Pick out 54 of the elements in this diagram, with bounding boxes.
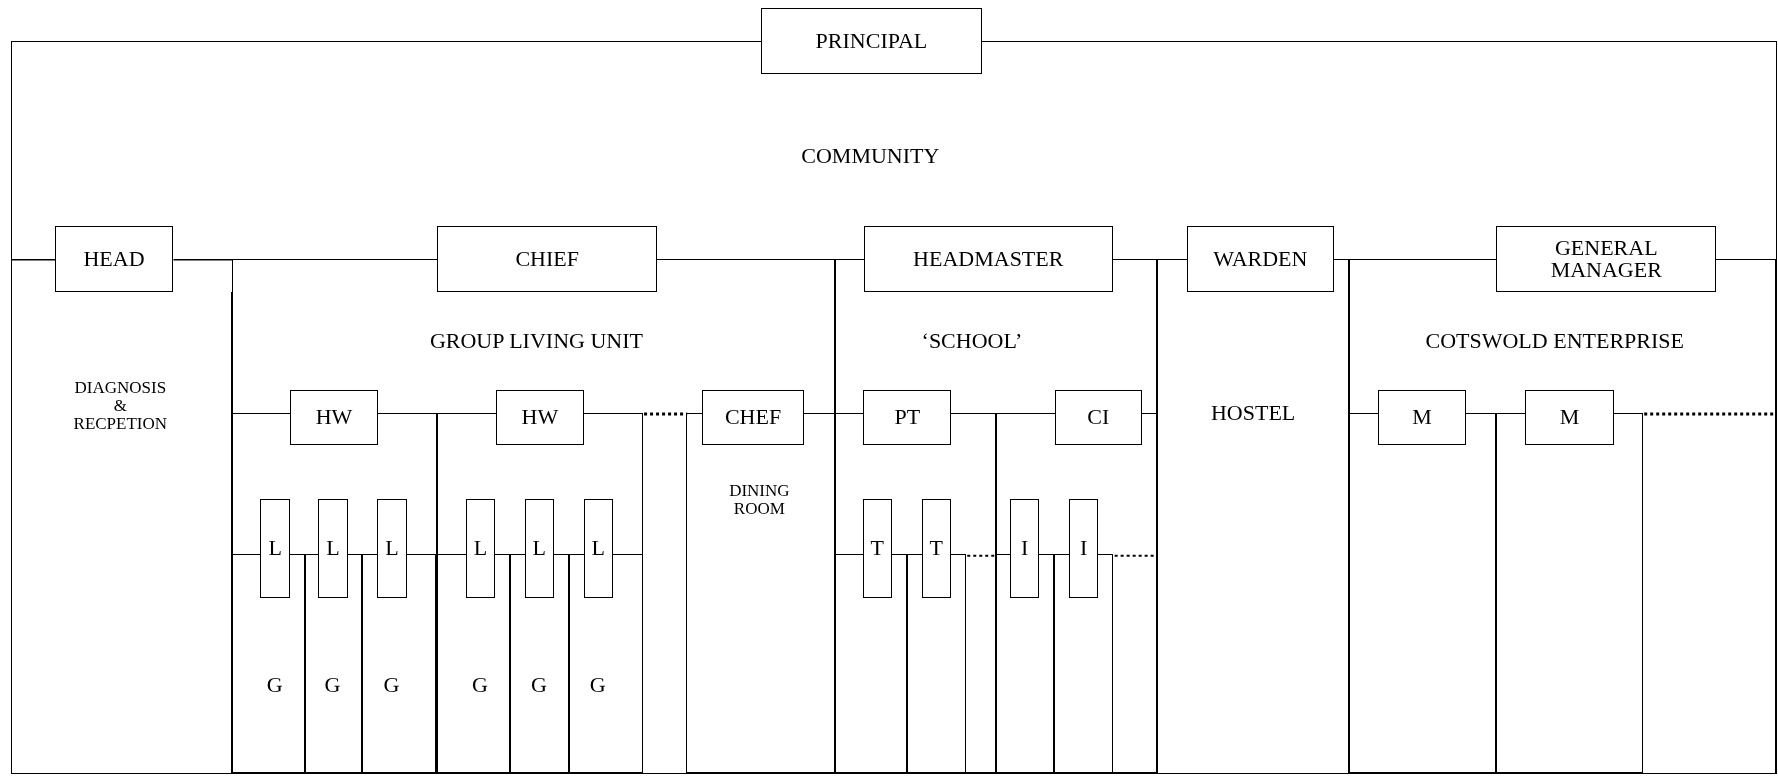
region-label: G bbox=[589, 673, 606, 697]
role-box: T bbox=[862, 498, 892, 599]
region-label: G bbox=[530, 673, 547, 697]
region-label: DINING ROOM bbox=[729, 481, 790, 518]
role-box: CI bbox=[1054, 390, 1142, 445]
role-box: HW bbox=[495, 390, 585, 445]
role-box: M bbox=[1377, 390, 1467, 445]
region-outline bbox=[509, 554, 569, 773]
role-box: M bbox=[1525, 390, 1614, 445]
region-outline bbox=[304, 554, 363, 773]
region-outline bbox=[995, 412, 1157, 774]
region-outline bbox=[1054, 554, 1114, 773]
role-box: GENERAL MANAGER bbox=[1496, 226, 1717, 293]
region-outline bbox=[230, 554, 305, 773]
region-label: COTSWOLD ENTERPRISE bbox=[1425, 329, 1684, 353]
region-outline bbox=[906, 554, 966, 773]
role-box: I bbox=[1009, 498, 1040, 599]
region-outline bbox=[1348, 412, 1496, 774]
region-label: COMMUNITY bbox=[801, 144, 940, 168]
role-box: CHEF bbox=[702, 390, 805, 445]
role-box: T bbox=[921, 498, 951, 599]
role-box: HEADMASTER bbox=[863, 226, 1113, 293]
region-outline bbox=[568, 554, 643, 773]
region-outline bbox=[1495, 412, 1644, 774]
region-label: HOSTEL bbox=[1210, 401, 1296, 425]
region-outline bbox=[834, 554, 907, 773]
role-box: PRINCIPAL bbox=[760, 7, 982, 74]
role-box: L bbox=[260, 498, 290, 599]
role-box: HEAD bbox=[55, 226, 173, 293]
region-label: G bbox=[471, 673, 488, 697]
role-box: PT bbox=[863, 390, 952, 445]
role-box: L bbox=[583, 498, 614, 599]
region-outline bbox=[995, 554, 1055, 773]
role-box: L bbox=[524, 498, 555, 599]
role-box: WARDEN bbox=[1186, 226, 1335, 293]
region-outline bbox=[436, 412, 644, 774]
region-outline bbox=[436, 554, 510, 773]
region-label: GROUP LIVING UNIT bbox=[429, 329, 643, 353]
role-box: L bbox=[377, 498, 407, 599]
region-outline bbox=[231, 412, 437, 774]
region-label: DIAGNOSIS & RECPETION bbox=[73, 379, 168, 433]
role-box: HW bbox=[290, 390, 378, 445]
region-outline bbox=[834, 412, 996, 774]
region-label: G bbox=[266, 673, 283, 697]
role-box: I bbox=[1068, 498, 1099, 599]
role-box: L bbox=[318, 498, 348, 599]
role-box: L bbox=[465, 498, 496, 599]
region-outline bbox=[362, 554, 437, 773]
region-label: ‘SCHOOL’ bbox=[921, 329, 1023, 353]
region-outline bbox=[1348, 259, 1777, 774]
region-label: G bbox=[383, 673, 400, 697]
role-box: CHIEF bbox=[437, 226, 658, 293]
region-outline bbox=[686, 412, 835, 774]
region-label: G bbox=[324, 673, 341, 697]
